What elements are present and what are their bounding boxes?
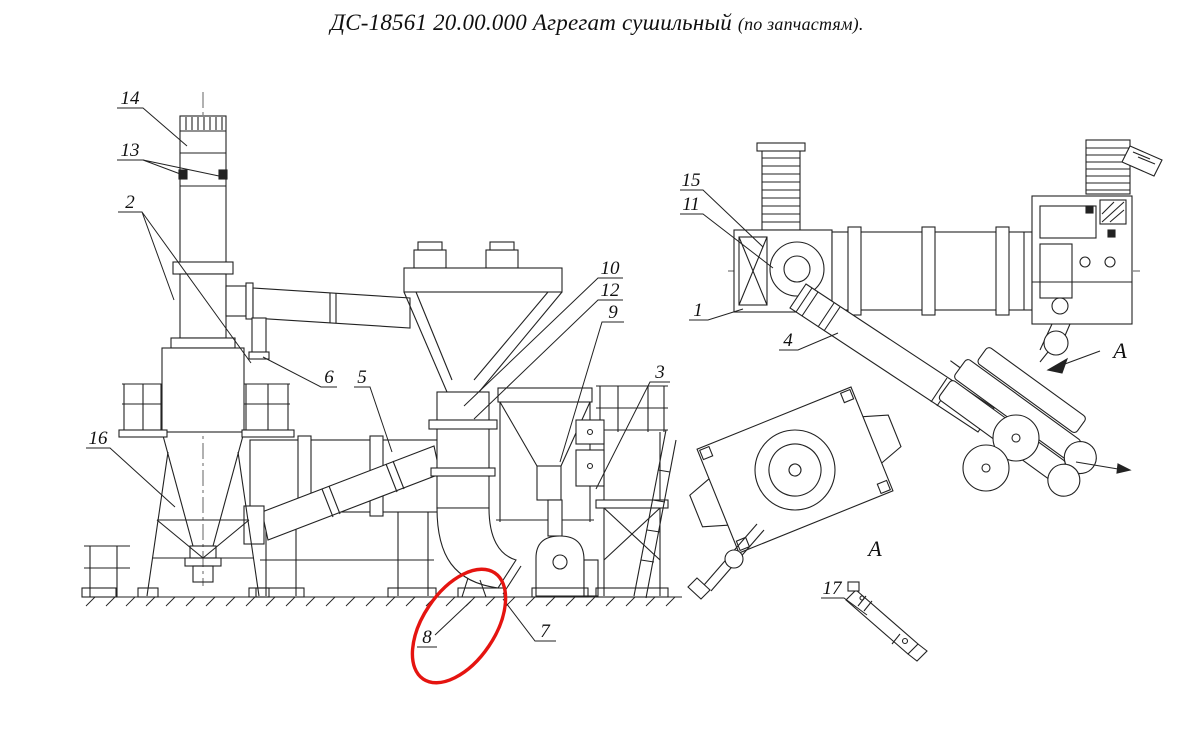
probe-rod <box>1075 461 1119 470</box>
plan-drum <box>831 226 1033 316</box>
callout-5-label: 5 <box>357 367 367 388</box>
left-stair-railing <box>81 545 130 598</box>
callout-12: 12 <box>473 280 623 420</box>
feeder-duct <box>243 445 441 545</box>
fan <box>531 535 599 598</box>
callout-12-label: 12 <box>601 280 621 301</box>
stack-assembly <box>170 115 236 349</box>
callout-17-label: 17 <box>823 578 844 599</box>
drawing-title: ДС-18561 20.00.000 Агрегат сушильный (по… <box>0 10 1194 36</box>
callout-2-label: 2 <box>125 192 135 213</box>
callout-4: 4 <box>779 330 839 351</box>
callout-15-label: 15 <box>682 170 701 191</box>
view-arrow <box>1046 350 1101 374</box>
callout-17: 17 <box>821 578 868 616</box>
drawing-title-main: ДС-18561 20.00.000 Агрегат сушильный <box>330 10 732 35</box>
plan-cyclone-panel <box>687 386 902 600</box>
callout-3-label: 3 <box>654 362 665 383</box>
callout-9-label: 9 <box>608 302 618 323</box>
service-platform <box>575 385 677 599</box>
probe-tip <box>1116 463 1132 474</box>
main-cyclone-column <box>403 241 563 509</box>
callout-14-label: 14 <box>121 88 141 109</box>
drum-dryer <box>249 435 441 598</box>
callout-4-label: 4 <box>783 330 793 351</box>
callout-5: 5 <box>354 367 393 453</box>
callout-1: 1 <box>689 300 744 321</box>
drawing-title-suffix: (по запчастям). <box>737 14 864 34</box>
plan-ladder-right <box>1085 139 1163 195</box>
clamp-right <box>218 169 228 180</box>
callout-7: 7 <box>502 598 556 642</box>
callout-8: 8 <box>417 600 472 648</box>
view-arrow-label: A <box>1111 338 1127 363</box>
callout-16: 16 <box>86 428 176 508</box>
callout-6: 6 <box>262 356 337 388</box>
callout-9: 9 <box>559 302 624 463</box>
plan-burner-cluster <box>938 323 1132 497</box>
callout-3: 3 <box>595 362 670 490</box>
highlight-ellipse <box>410 567 508 685</box>
plan-ladder-left <box>756 142 806 231</box>
callout-10: 10 <box>463 258 623 407</box>
callout-6-label: 6 <box>324 367 334 388</box>
callout-11-label: 11 <box>682 194 700 215</box>
callouts: 14 13 2 16 6 5 <box>86 88 1127 648</box>
cyclone-16 <box>137 347 270 598</box>
callout-7-label: 7 <box>540 621 551 642</box>
sphere-fitting <box>1043 330 1069 356</box>
callout-14: 14 <box>117 88 188 147</box>
hopper <box>496 387 594 537</box>
left-view <box>81 92 682 607</box>
callout-13: 13 <box>117 140 220 177</box>
callout-15: 15 <box>680 170 764 248</box>
plan-detail-17 <box>845 581 928 662</box>
callout-10-label: 10 <box>601 258 621 279</box>
right-view <box>687 139 1163 662</box>
callout-13-label: 13 <box>121 140 140 161</box>
view-detail-label: A <box>866 536 882 561</box>
callout-16-label: 16 <box>89 428 109 449</box>
callout-11: 11 <box>680 194 774 269</box>
inlet-duct <box>225 282 411 360</box>
callout-2: 2 <box>118 192 252 364</box>
callout-1-label: 1 <box>693 300 703 321</box>
callout-8-label: 8 <box>422 627 432 648</box>
ground-hatch <box>85 596 676 607</box>
plan-head-box <box>1031 195 1133 325</box>
side-platforms <box>118 383 295 438</box>
